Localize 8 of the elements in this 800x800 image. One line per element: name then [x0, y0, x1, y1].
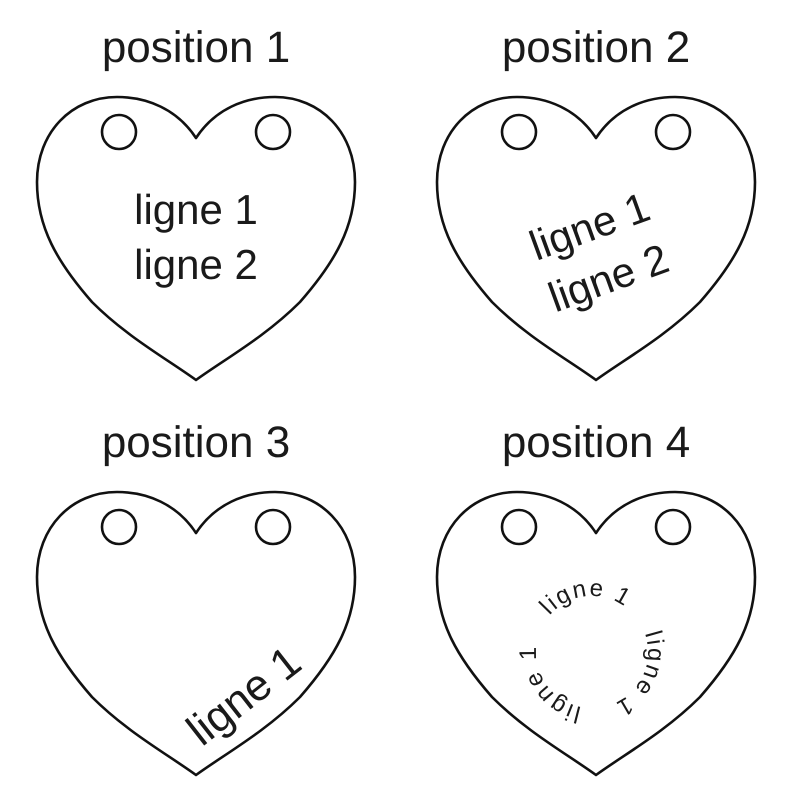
- heading: position 1: [102, 22, 290, 74]
- text-line: ligne 1: [176, 636, 312, 758]
- text-line: ligne 1: [134, 185, 258, 235]
- heading: position 4: [502, 417, 690, 469]
- heading: position 2: [502, 22, 690, 74]
- text-line: ligne 2: [134, 240, 258, 290]
- heading: position 3: [102, 417, 290, 469]
- curved-text: ligne 1: [534, 574, 637, 620]
